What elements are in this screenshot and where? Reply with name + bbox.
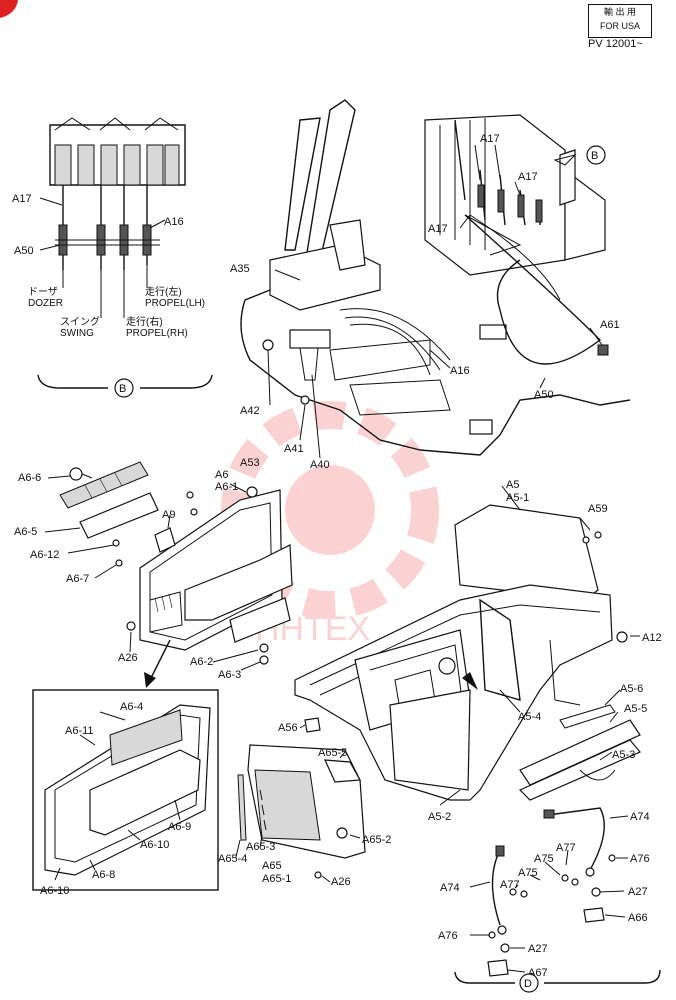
label-a65: A65 — [262, 860, 282, 872]
label-a50-upper: A50 — [534, 389, 554, 401]
label-a26-left: A26 — [118, 652, 138, 664]
stamp-line-1: 輸 出 用 — [603, 7, 636, 17]
label-a17-upper-1: A17 — [480, 133, 500, 145]
label-a6-10-detail: A6-10 — [140, 839, 169, 851]
label-a5-6: A5-6 — [620, 683, 643, 695]
label-a76-2: A76 — [438, 930, 458, 942]
label-a6-9: A6-9 — [168, 821, 191, 833]
label-a27-2: A27 — [528, 943, 548, 955]
label-swing-en: SWING — [60, 328, 94, 339]
label-a61: A61 — [600, 319, 620, 331]
label-a6-10-box: A6-10 — [40, 885, 69, 897]
view-d-battery-cables: A74 A76 A77 A75 A75 A77 A74 A27 A66 A76 … — [438, 807, 661, 993]
corner-logo-icon — [0, 0, 18, 18]
label-swing-jp: スイング — [60, 315, 100, 328]
label-a77-2: A77 — [500, 879, 520, 891]
upper-control-assembly: B A17 A17 A17 A35 A16 A61 A50 A42 A41 A4… — [230, 99, 631, 471]
label-propel-lh-jp: 走行(左) — [145, 285, 182, 298]
label-propel-lh-en: PROPEL(LH) — [145, 298, 205, 309]
export-stamp: 輸 出 用 FOR USA — [588, 4, 652, 38]
label-a5-4: A5-4 — [518, 711, 541, 723]
label-a5: A5 — [506, 479, 519, 491]
label-a9: A9 — [162, 509, 175, 521]
view-b-marker: B — [119, 383, 126, 395]
label-a6-12: A6-12 — [30, 549, 59, 561]
label-a5-1: A5-1 — [506, 492, 529, 504]
label-a35: A35 — [230, 263, 250, 275]
label-a6-4: A6-4 — [120, 701, 143, 713]
label-a50-view-b: A50 — [14, 245, 34, 257]
label-a17-view-b: A17 — [12, 193, 32, 205]
label-a6-1: A6-1 — [215, 481, 238, 493]
stamp-line-2: FOR USA — [599, 21, 640, 31]
side-cover-parts: A56 A65-5 A65-3 A65-4 A65 A65-1 A65-2 A2… — [218, 717, 391, 888]
label-propel-rh-jp: 走行(右) — [126, 315, 163, 328]
label-a6-3: A6-3 — [218, 669, 241, 681]
label-a6: A6 — [215, 469, 228, 481]
label-a65-2: A65-2 — [362, 834, 391, 846]
left-side-panel-parts: A6-6 A6-5 A6-12 A6-7 A6 A6-1 A53 A9 A26 … — [14, 457, 293, 688]
label-a74-1: A74 — [630, 811, 650, 823]
label-a6-5: A6-5 — [14, 526, 37, 538]
label-a66: A66 — [628, 912, 648, 924]
label-a65-5: A65-5 — [318, 747, 347, 759]
label-a56: A56 — [278, 722, 298, 734]
label-a6-6: A6-6 — [18, 472, 41, 484]
label-a76-1: A76 — [630, 853, 650, 865]
label-dozer-en: DOZER — [28, 298, 63, 309]
view-b-valve-detail: A17 A16 A50 ドーザ DOZER スイング SWING 走行(左) P… — [12, 117, 213, 398]
label-a5-3: A5-3 — [612, 749, 635, 761]
label-a75-1: A75 — [534, 853, 554, 865]
serial-range: PV 12001~ — [588, 38, 643, 50]
label-a17-upper-3: A17 — [428, 223, 448, 235]
label-a75-2: A75 — [518, 867, 538, 879]
label-a6-2: A6-2 — [190, 656, 213, 668]
label-a59: A59 — [588, 503, 608, 515]
label-a6-8: A6-8 — [92, 869, 115, 881]
label-propel-rh-en: PROPEL(RH) — [126, 328, 188, 339]
label-a16-view-b: A16 — [164, 216, 184, 228]
label-a6-7: A6-7 — [66, 573, 89, 585]
label-a41: A41 — [284, 443, 304, 455]
label-a65-1: A65-1 — [262, 873, 291, 885]
label-a74-2: A74 — [440, 882, 460, 894]
main-frame-assembly: A5 A5-1 A59 A12 A5-6 A5-5 A5-3 A5-4 A5-2 — [294, 479, 662, 823]
label-dozer-jp: ドーザ — [28, 286, 58, 298]
label-a65-4: A65-4 — [218, 853, 247, 865]
upper-b-marker: B — [591, 150, 598, 162]
label-a17-upper-2: A17 — [518, 171, 538, 183]
label-a26-cover: A26 — [331, 876, 351, 888]
label-a77-1: A77 — [556, 842, 576, 854]
label-a12: A12 — [642, 632, 662, 644]
label-a42: A42 — [240, 405, 260, 417]
label-a6-11: A6-11 — [65, 725, 94, 737]
label-a40: A40 — [310, 459, 330, 471]
label-a5-2: A5-2 — [428, 811, 451, 823]
label-a53: A53 — [240, 457, 260, 469]
label-a5-5: A5-5 — [624, 703, 647, 715]
panel-detail-box: A6-4 A6-11 A6-9 A6-10 A6-10 A6-8 — [32, 689, 219, 897]
label-a16-upper: A16 — [450, 365, 470, 377]
view-d-marker: D — [524, 978, 532, 990]
label-a27-1: A27 — [628, 886, 648, 898]
label-a65-3: A65-3 — [246, 841, 275, 853]
